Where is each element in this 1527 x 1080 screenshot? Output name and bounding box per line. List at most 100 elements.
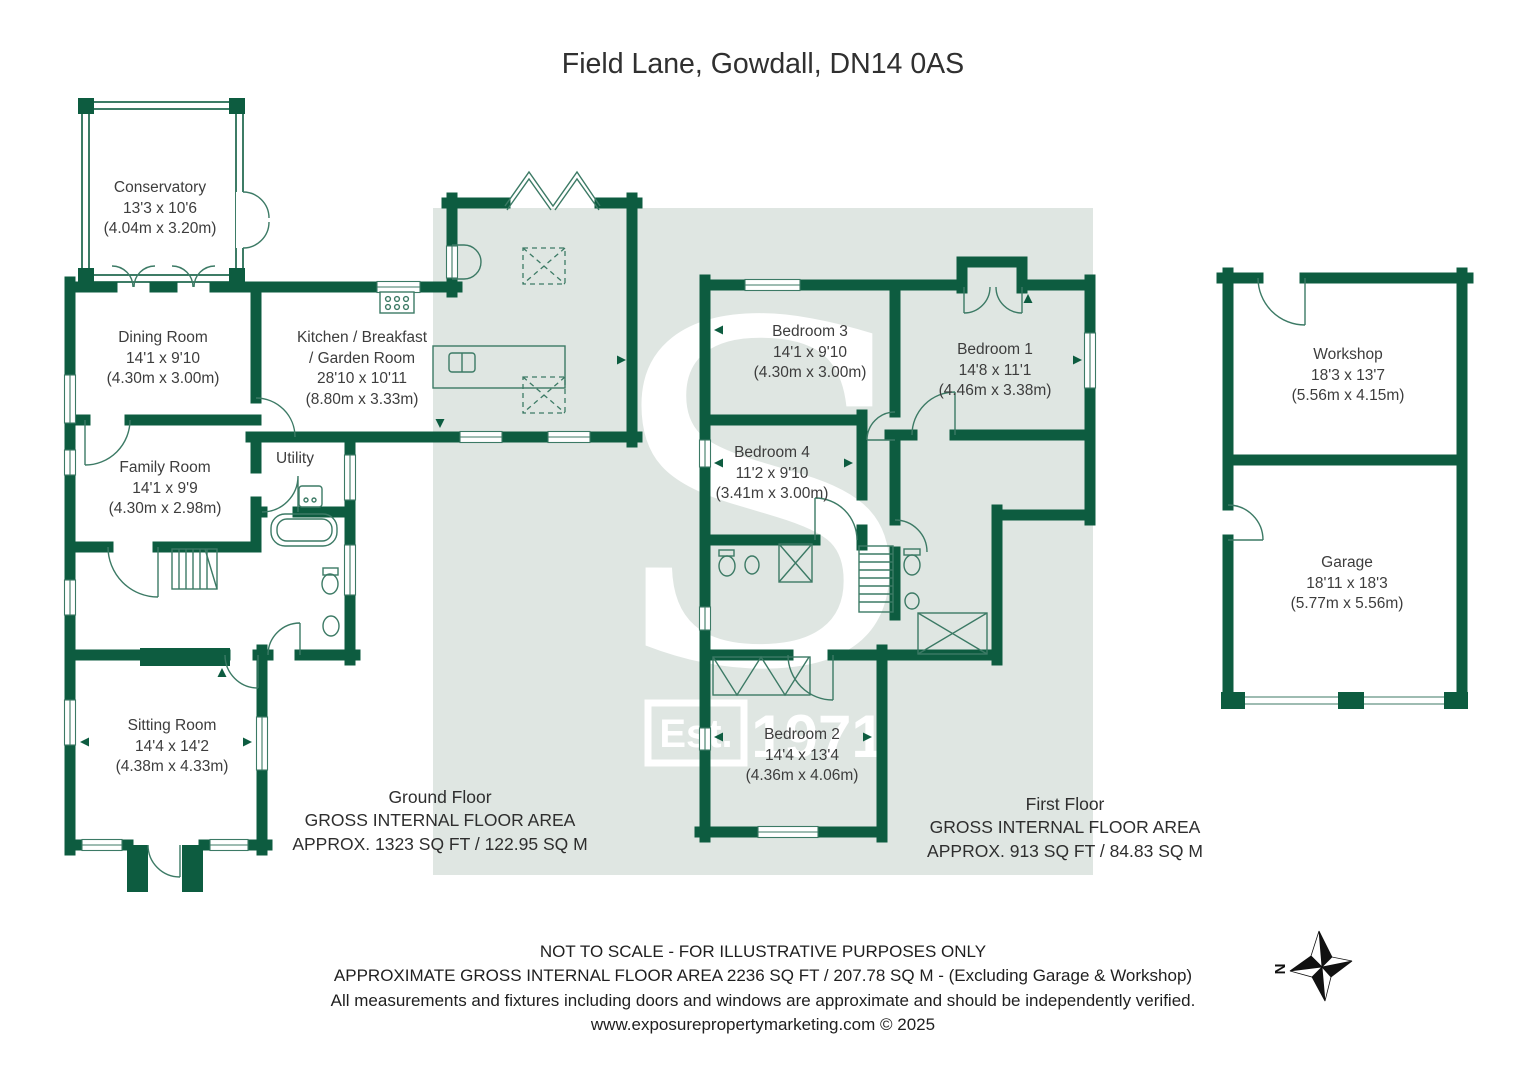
first-floor-doors	[787, 286, 1023, 701]
toilet-icon	[321, 567, 339, 595]
outbuilding-doors	[1227, 277, 1306, 541]
room-size-metric: (4.46m x 3.38m)	[938, 382, 1052, 400]
room-size-imperial: 11'2 x 9'10	[735, 464, 809, 482]
room-size-metric: (4.04m x 3.20m)	[103, 220, 217, 238]
room-name: Sitting Room	[127, 717, 217, 734]
floor-area-line: APPROX. 1323 SQ FT / 122.95 SQ M	[292, 833, 588, 854]
first-floor-walls	[694, 256, 1096, 843]
fireplace	[140, 648, 230, 666]
room-name: Bedroom 4	[734, 444, 810, 461]
room-label-kitchen: Kitchen / Breakfast / Garden Room 28'10 …	[297, 328, 427, 410]
skylight-icon	[522, 247, 566, 414]
ground-windows	[63, 245, 591, 852]
room-size-metric: (4.30m x 3.00m)	[106, 370, 220, 388]
room-size-imperial: 14'1 x 9'10	[125, 349, 201, 367]
room-label-bedroom2: Bedroom 2 14'4 x 13'4 (4.36m x 4.06m)	[746, 725, 859, 787]
room-label-bedroom1: Bedroom 1 14'8 x 11'1 (4.46m x 3.38m)	[939, 340, 1052, 402]
outbuilding-plan	[1216, 267, 1474, 709]
room-size-imperial: 14'8 x 11'1	[958, 361, 1032, 379]
room-label-dining: Dining Room 14'1 x 9'10 (4.30m x 3.00m)	[107, 328, 220, 390]
room-size-metric: (3.41m x 3.00m)	[715, 485, 829, 503]
footer-line-4: www.exposurepropertymarketing.com © 2025	[590, 1014, 936, 1034]
first-floor-windows	[698, 278, 1097, 839]
peninsula-icon	[452, 244, 482, 280]
room-label-utility: Utility	[276, 449, 314, 470]
stairs-icon	[171, 548, 218, 590]
room-name: Utility	[276, 450, 314, 467]
room-size-imperial: 18'3 x 13'7	[1310, 366, 1386, 384]
garage-doors	[1245, 696, 1444, 705]
conservatory-glazing	[78, 98, 270, 284]
room-size-metric: (4.36m x 4.06m)	[745, 767, 859, 785]
room-size-metric: (4.38m x 4.33m)	[115, 758, 229, 776]
room-size-imperial: 28'10 x 10'11	[316, 370, 408, 388]
floor-area-line: GROSS INTERNAL FLOOR AREA	[304, 810, 576, 831]
watermark: S Est. 1971	[602, 226, 924, 773]
floor-label-first: First Floor GROSS INTERNAL FLOOR AREA AP…	[927, 793, 1203, 863]
floor-label-ground: Ground Floor GROSS INTERNAL FLOOR AREA A…	[292, 786, 587, 856]
room-name: Family Room	[119, 459, 211, 476]
island-icon	[432, 345, 566, 389]
floor-name: Ground Floor	[388, 787, 492, 807]
floor-area-line: GROSS INTERNAL FLOOR AREA	[929, 817, 1201, 838]
room-label-bedroom4: Bedroom 4 11'2 x 9'10 (3.41m x 3.00m)	[716, 443, 829, 505]
room-name: Bedroom 1	[957, 341, 1033, 358]
room-label-sitting: Sitting Room 14'4 x 14'2 (4.38m x 4.33m)	[116, 716, 229, 778]
porch-pillar	[182, 845, 203, 892]
room-name: Bedroom 3	[772, 323, 848, 340]
ground-arrows	[80, 355, 626, 747]
room-size-metric: (8.80m x 3.33m)	[305, 390, 419, 408]
room-size-metric: (4.30m x 3.00m)	[753, 364, 867, 382]
stairs-icon	[858, 545, 894, 613]
page-title: Field Lane, Gowdall, DN14 0AS	[561, 48, 965, 80]
room-size-metric: (5.56m x 4.15m)	[1291, 387, 1405, 405]
room-size-metric: (4.30m x 2.98m)	[108, 500, 222, 518]
washer-icon	[298, 485, 323, 508]
hob-icon	[379, 291, 415, 314]
room-label-garage: Garage 18'11 x 18'3 (5.77m x 5.56m)	[1291, 553, 1404, 615]
ground-walls	[64, 192, 643, 856]
room-size-imperial: 14'1 x 9'10	[772, 343, 848, 361]
room-label-conservatory: Conservatory 13'3 x 10'6 (4.04m x 3.20m)	[104, 178, 217, 240]
ground-doors	[84, 265, 301, 878]
watermark-letter: S	[602, 226, 924, 773]
first-floor-arrows	[714, 294, 1082, 742]
toilet-icon	[718, 548, 921, 610]
floor-name: First Floor	[1025, 794, 1105, 814]
room-size-imperial: 14'4 x 13'4	[764, 746, 840, 764]
room-name: Bedroom 2	[764, 726, 840, 743]
room-name: Garage	[1321, 554, 1373, 571]
room-size-imperial: 14'1 x 9'9	[132, 479, 198, 497]
outbuilding-walls	[1216, 267, 1474, 706]
watermark-est-box	[644, 699, 748, 767]
footer-line-2: APPROXIMATE GROSS INTERNAL FLOOR AREA 22…	[333, 966, 1193, 986]
north-label: N	[1272, 964, 1289, 975]
room-label-family: Family Room 14'1 x 9'9 (4.30m x 2.98m)	[109, 458, 222, 520]
room-size-imperial: 14'4 x 14'2	[134, 737, 210, 755]
cupboard-icon	[917, 612, 988, 655]
room-label-workshop: Workshop 18'3 x 13'7 (5.56m x 4.15m)	[1292, 345, 1405, 407]
watermark-year: 1971	[751, 703, 884, 770]
room-size-imperial: 13'3 x 10'6	[122, 199, 198, 217]
room-name: / Garden Room	[309, 349, 415, 367]
wardrobe-icon	[712, 655, 811, 697]
shower-icon	[778, 543, 813, 583]
floor-area-line: APPROX. 913 SQ FT / 84.83 SQ M	[927, 840, 1203, 861]
first-floor-plan	[694, 256, 1097, 843]
disclaimer: NOT TO SCALE - FOR ILLUSTRATIVE PURPOSES…	[331, 940, 1196, 1037]
footer-line-1: NOT TO SCALE - FOR ILLUSTRATIVE PURPOSES…	[539, 942, 987, 961]
room-name: Dining Room	[118, 329, 208, 346]
room-size-metric: (5.77m x 5.56m)	[1290, 595, 1404, 613]
room-name: Workshop	[1313, 346, 1383, 363]
room-size-imperial: 18'11 x 18'3	[1306, 574, 1388, 592]
room-label-bedroom3: Bedroom 3 14'1 x 9'10 (4.30m x 3.00m)	[754, 322, 867, 384]
bifold-doors-icon	[504, 170, 601, 211]
room-name: Conservatory	[113, 179, 207, 196]
compass-icon: N	[1272, 930, 1353, 1002]
footer-line-3: All measurements and fixtures including …	[330, 990, 1196, 1010]
ground-floor-plan	[63, 98, 643, 892]
bathtub-icon	[270, 513, 338, 547]
porch-pillar	[127, 845, 148, 892]
